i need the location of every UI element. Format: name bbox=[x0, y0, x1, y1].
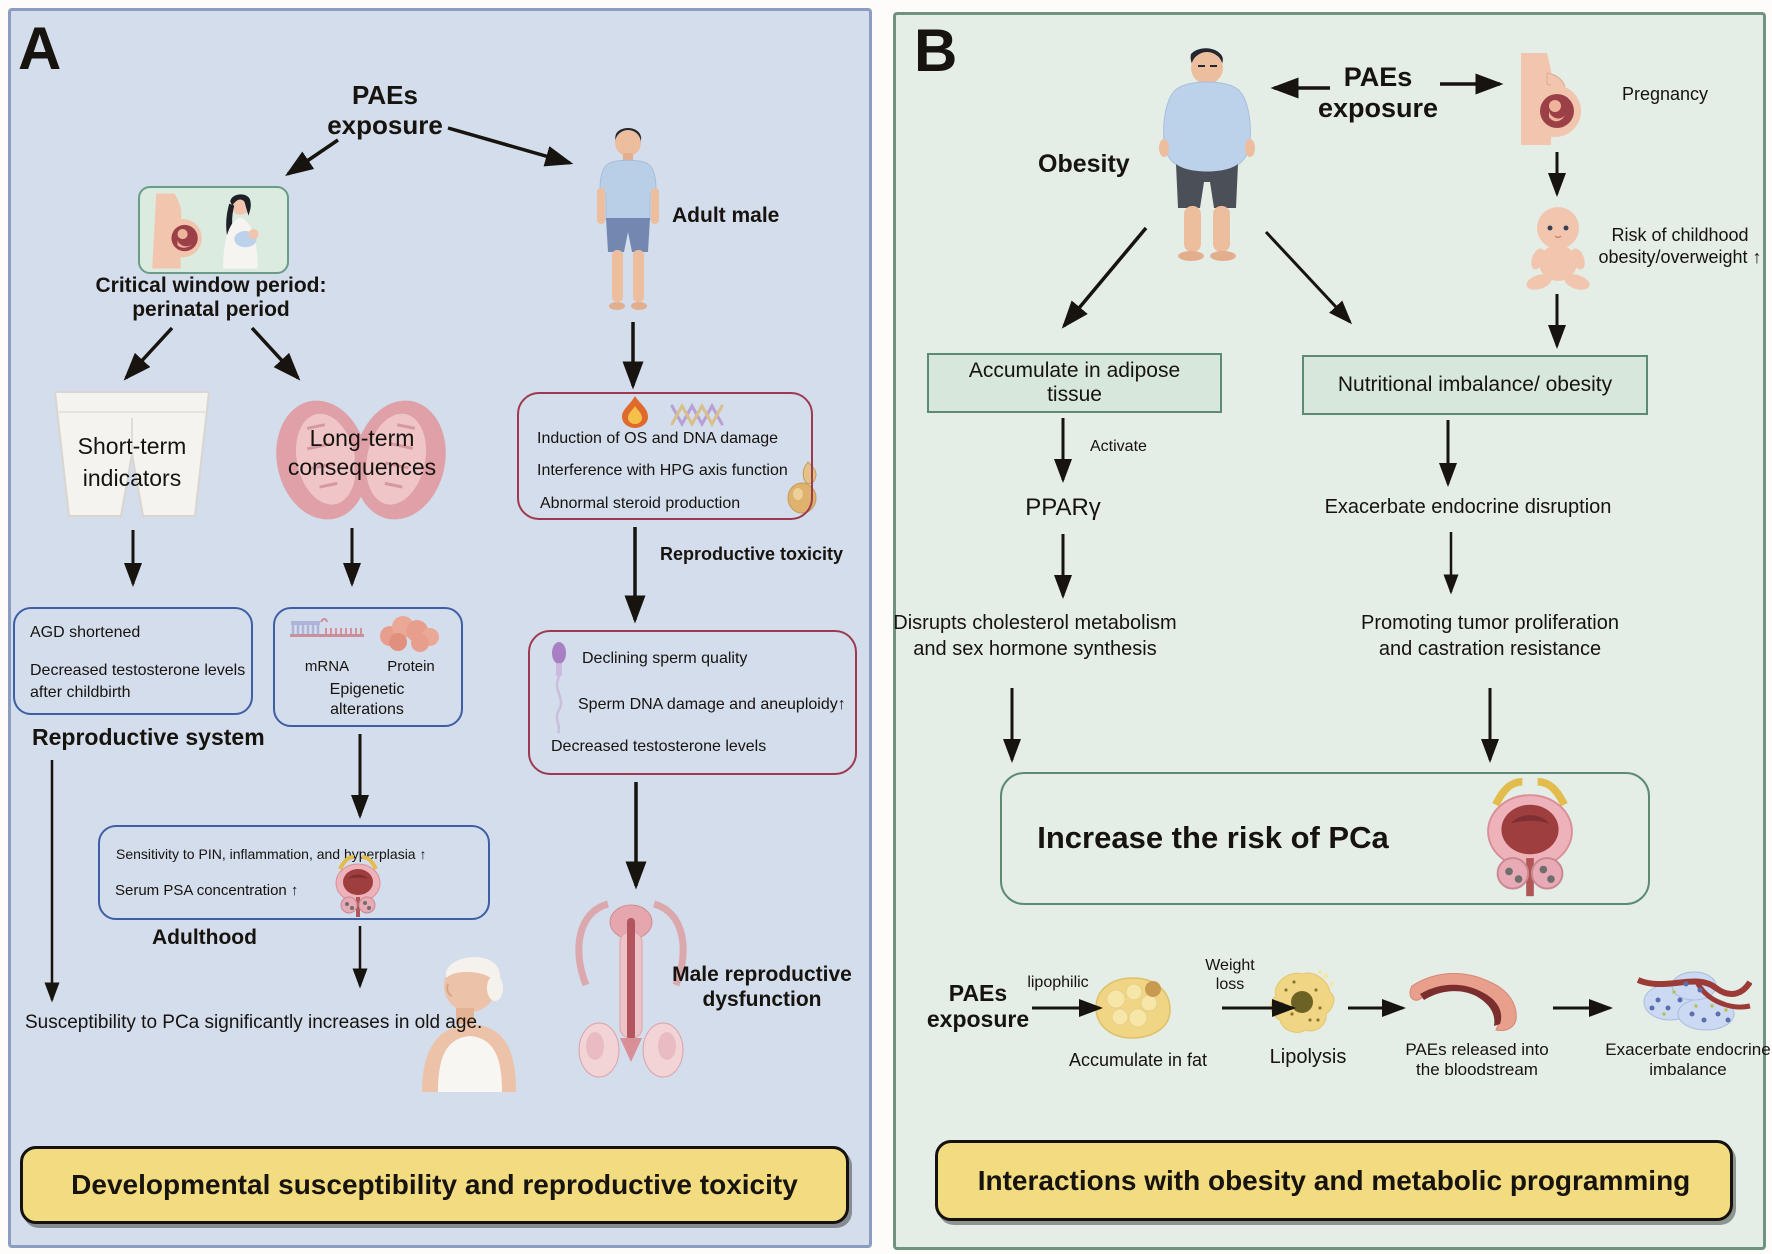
adult-male-figure bbox=[590, 126, 665, 316]
male-reproductive-system-illustration bbox=[570, 890, 692, 1095]
epigenetic-caption: Epigenetic alterations bbox=[329, 681, 405, 718]
sperm-line-1: Declining sperm quality bbox=[582, 650, 748, 667]
panel-b bbox=[893, 12, 1766, 1250]
long-term-organ-illustration bbox=[270, 394, 452, 526]
disrupts-label: Disrupts cholesterol metabolism and sex … bbox=[893, 612, 1177, 660]
pin-line-2: Serum PSA concentration ↑ bbox=[115, 882, 299, 899]
activate-label: Activate bbox=[1090, 438, 1147, 455]
nutritional-box: Nutritional imbalance/ obesity bbox=[1302, 355, 1648, 415]
childhood-risk-label: Risk of childhood obesity/overweight ↑ bbox=[1598, 225, 1762, 267]
adipose-box: Accumulate in adipose tissue bbox=[927, 353, 1222, 413]
adipose-box-text: Accumulate in adipose tissue bbox=[968, 359, 1181, 406]
pca-risk-text: Increase the risk of PCa bbox=[1037, 820, 1389, 855]
baby-figure bbox=[1522, 203, 1594, 293]
ppar-label: PPARγ bbox=[1025, 494, 1101, 521]
underwear-illustration bbox=[47, 388, 217, 524]
obesity-label: Obesity bbox=[1038, 150, 1130, 178]
old-man-illustration bbox=[396, 950, 524, 1092]
blood-vessel-illustration bbox=[1406, 968, 1522, 1036]
endocrine-tissue-illustration bbox=[1636, 962, 1752, 1034]
critical-window-label: Critical window period: perinatal period bbox=[95, 274, 327, 321]
pregnancy-label: Pregnancy bbox=[1622, 84, 1709, 104]
paes-exposure-title-a: PAEs exposure bbox=[327, 80, 443, 140]
long-term-label: Long-term consequences bbox=[287, 425, 437, 480]
fire-icon bbox=[622, 396, 648, 428]
obese-man-figure bbox=[1158, 46, 1256, 270]
pregnant-woman-figure bbox=[1511, 53, 1587, 147]
released-label: PAEs released into the bloodstream bbox=[1405, 1040, 1549, 1079]
lipophilic-label: lipophilic bbox=[1027, 974, 1089, 991]
protein-icon bbox=[376, 614, 440, 652]
dna-icon bbox=[670, 402, 728, 428]
pin-box bbox=[98, 825, 490, 920]
perinatal-image-box bbox=[138, 186, 289, 274]
pca-risk-box bbox=[1000, 772, 1650, 905]
perinatal-illustration bbox=[140, 188, 287, 272]
toxicity-line-3: Abnormal steroid production bbox=[540, 495, 741, 512]
reproductive-system-label: Reproductive system bbox=[32, 724, 265, 750]
susceptibility-text: Susceptibility to PCa significantly incr… bbox=[25, 1012, 483, 1033]
fat-cell-illustration bbox=[1094, 976, 1172, 1040]
epigenetic-box bbox=[273, 607, 463, 727]
bladder-prostate-icon-large bbox=[1480, 778, 1580, 900]
mrna-icon bbox=[290, 618, 366, 642]
short-term-label: Short-term indicators bbox=[77, 433, 187, 491]
bladder-prostate-icon bbox=[332, 854, 384, 920]
agd-line-3: after childbirth bbox=[30, 684, 131, 701]
paes-exposure-title-b: PAEs exposure bbox=[1317, 62, 1439, 123]
nutritional-box-text: Nutritional imbalance/ obesity bbox=[1337, 373, 1613, 396]
sperm-icon bbox=[548, 642, 576, 734]
sperm-box bbox=[528, 630, 857, 775]
lipolysis-label: Lipolysis bbox=[1269, 1046, 1347, 1068]
sperm-line-2: Sperm DNA damage and aneuploidy↑ bbox=[578, 696, 846, 713]
reproductive-toxicity-box bbox=[517, 392, 813, 520]
exacerbate-disruption-label: Exacerbate endocrine disruption bbox=[1324, 496, 1612, 518]
toxicity-line-1: Induction of OS and DNA damage bbox=[537, 430, 779, 447]
adulthood-label: Adulthood bbox=[152, 926, 257, 949]
toxicity-line-2: Interference with HPG axis function bbox=[537, 462, 788, 479]
agd-line-1: AGD shortened bbox=[30, 624, 141, 641]
accumulate-fat-label: Accumulate in fat bbox=[1068, 1050, 1208, 1070]
weight-loss-label: Weight loss bbox=[1205, 957, 1255, 993]
panel-a-banner: Developmental susceptibility and reprodu… bbox=[20, 1146, 849, 1224]
adult-male-label: Adult male bbox=[672, 204, 780, 227]
sperm-line-3: Decreased testosterone levels bbox=[551, 738, 767, 755]
male-dysfunction-label: Male reproductive dysfunction bbox=[672, 963, 852, 1011]
protein-label: Protein bbox=[387, 658, 435, 675]
lipolysis-cell-illustration bbox=[1268, 970, 1336, 1036]
promoting-label: Promoting tumor proliferation and castra… bbox=[1361, 612, 1619, 660]
agd-line-2: Decreased testosterone levels bbox=[30, 662, 246, 679]
reproductive-toxicity-caption: Reproductive toxicity bbox=[660, 544, 844, 564]
agd-box bbox=[13, 607, 253, 715]
flow-paes-label: PAEs exposure bbox=[926, 980, 1030, 1032]
mrna-label: mRNA bbox=[304, 658, 350, 675]
panel-a-label: A bbox=[18, 15, 62, 82]
imbalance-label: Exacerbate endocrine imbalance bbox=[1605, 1040, 1771, 1079]
panel-b-banner: Interactions with obesity and metabolic … bbox=[935, 1140, 1733, 1221]
panel-b-label: B bbox=[914, 17, 958, 84]
